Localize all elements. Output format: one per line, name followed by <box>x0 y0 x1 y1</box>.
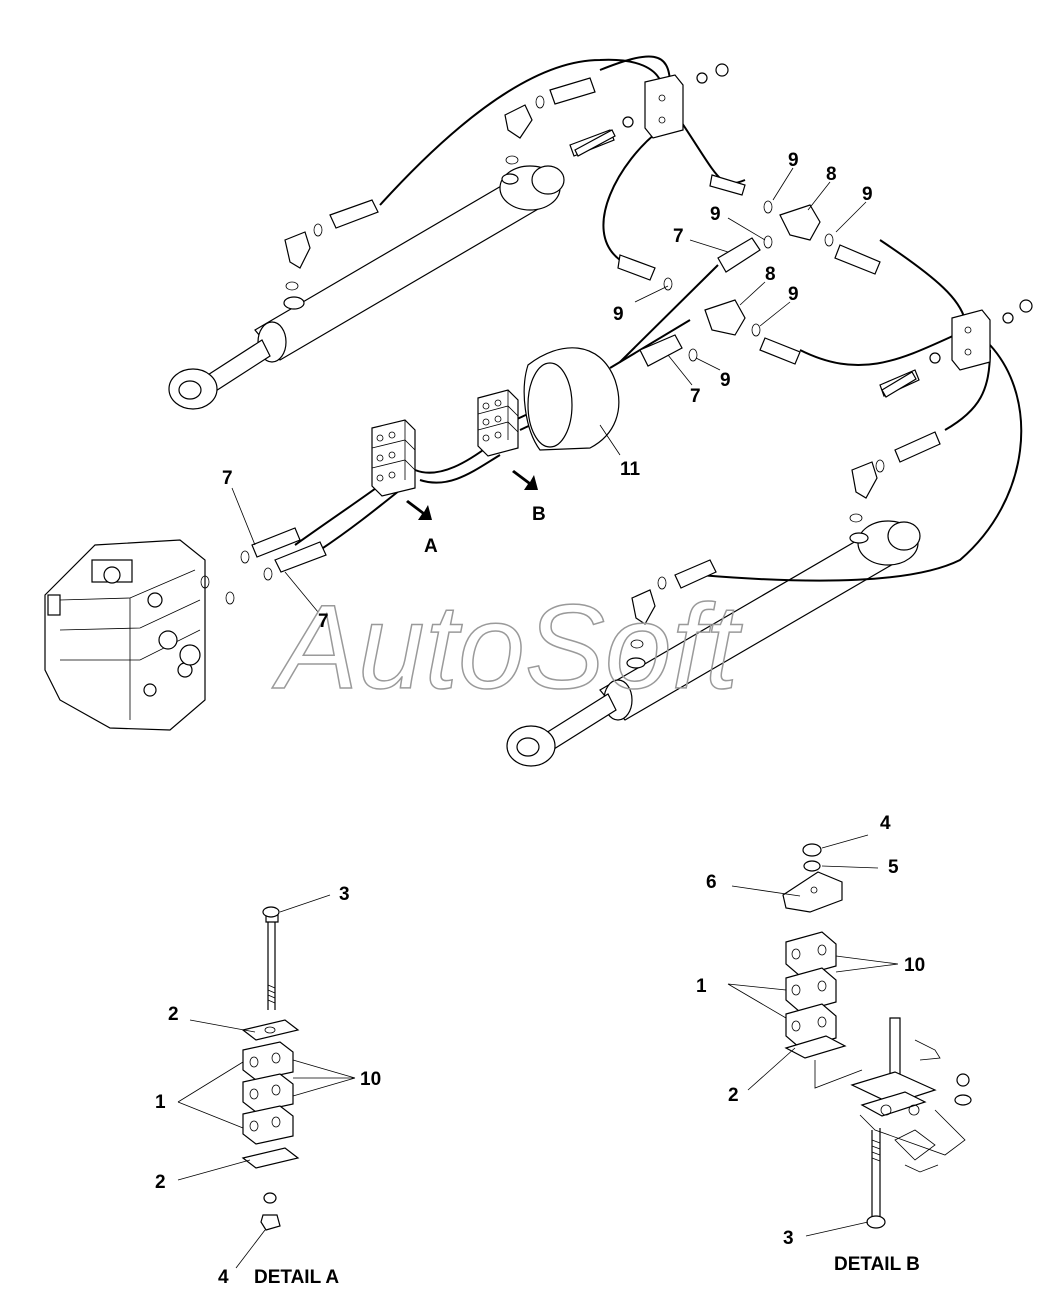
o-rings <box>200 95 885 649</box>
callout-4: 4 <box>218 1267 229 1288</box>
view-arrow-b <box>512 470 538 490</box>
callout-8: 8 <box>826 164 837 185</box>
leader-lines <box>231 167 867 613</box>
clamp-block-b <box>477 389 519 457</box>
callout-1: 1 <box>696 976 707 997</box>
right-cylinder <box>506 520 921 767</box>
callout-9: 9 <box>788 150 799 171</box>
fittings <box>251 77 941 625</box>
view-label-b: B <box>532 504 546 525</box>
clamp-block-right <box>951 309 991 371</box>
callout-1: 1 <box>155 1092 166 1113</box>
protective-sleeve <box>523 347 620 451</box>
callout-9: 9 <box>862 184 873 205</box>
callout-10: 10 <box>904 955 925 976</box>
detail-a-drawing <box>177 894 356 1269</box>
callout-6: 6 <box>706 872 717 893</box>
callout-7: 7 <box>222 468 233 489</box>
watermark-text: AutoSoft <box>272 580 743 714</box>
callout-2: 2 <box>168 1004 179 1025</box>
clamp-block-a <box>371 419 416 497</box>
detail-b-title: DETAIL B <box>834 1254 920 1275</box>
clamp-block-top <box>644 74 684 139</box>
view-label-a: A <box>424 536 438 557</box>
callout-5: 5 <box>888 857 899 878</box>
callout-2: 2 <box>155 1172 166 1193</box>
callout-2: 2 <box>728 1085 739 1106</box>
callout-11: 11 <box>620 459 641 480</box>
callout-7: 7 <box>673 226 684 247</box>
callout-9: 9 <box>613 304 624 325</box>
callout-7: 7 <box>318 611 329 632</box>
callout-8: 8 <box>765 264 776 285</box>
detail-b-drawing <box>727 834 972 1237</box>
bolts-nuts <box>574 63 1033 398</box>
callout-3: 3 <box>783 1228 794 1249</box>
callout-9: 9 <box>710 204 721 225</box>
callout-labels: 9 8 9 9 7 8 9 9 9 7 11 7 7 A B 3 2 10 1 … <box>155 150 925 1288</box>
left-cylinder <box>168 165 565 410</box>
callout-7: 7 <box>690 386 701 407</box>
detail-a-title: DETAIL A <box>254 1267 339 1288</box>
control-valve <box>44 539 206 731</box>
callout-4: 4 <box>880 813 891 834</box>
callout-9: 9 <box>788 284 799 305</box>
callout-10: 10 <box>360 1069 381 1090</box>
callout-9: 9 <box>720 370 731 391</box>
callout-3: 3 <box>339 884 350 905</box>
view-arrow-a <box>406 500 432 520</box>
